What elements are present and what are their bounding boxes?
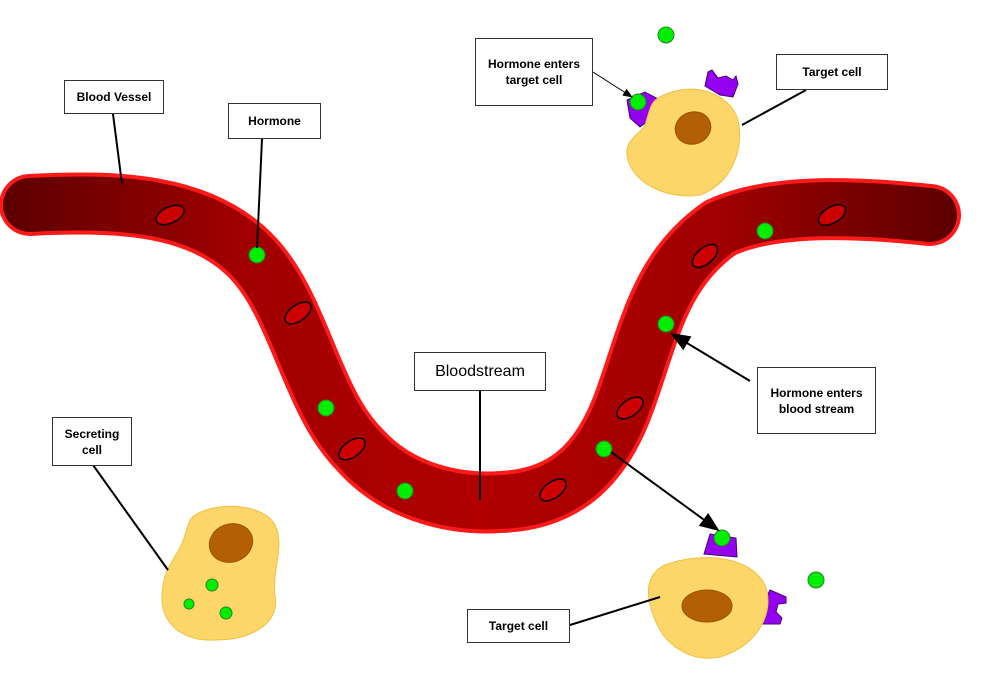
leader-line <box>569 596 661 626</box>
hormone-molecule <box>317 399 335 417</box>
hormone-molecule <box>629 93 647 111</box>
connector-lines <box>92 71 807 626</box>
red-blood-cell <box>338 437 366 461</box>
target-cell-top <box>626 69 741 197</box>
receptor <box>704 69 739 98</box>
red-blood-cell <box>284 301 312 325</box>
nucleus <box>681 589 733 623</box>
hormone-molecule <box>657 315 675 333</box>
hormones <box>183 26 825 620</box>
arrow <box>610 451 720 532</box>
label-target-cell-bottom: Target cell <box>467 609 570 643</box>
leader-line <box>92 464 169 571</box>
hormone-molecule <box>183 598 195 610</box>
arrow <box>592 71 633 98</box>
leader-line <box>256 138 263 249</box>
secreting-cell <box>161 505 280 641</box>
red-blood-cell <box>691 243 719 269</box>
hormone-molecule <box>713 529 731 547</box>
nucleus <box>208 523 254 563</box>
nucleus <box>674 111 712 145</box>
red-blood-cell <box>155 204 185 226</box>
hormone-molecule <box>248 246 266 264</box>
red-blood-cell <box>616 396 644 420</box>
label-hormone: Hormone <box>228 103 321 139</box>
hormone-molecule <box>205 578 219 592</box>
label-hormone-enters-blood-stream: Hormone enters blood stream <box>757 367 876 434</box>
hormone-molecule <box>756 222 774 240</box>
hormone-molecule <box>219 606 233 620</box>
label-hormone-enters-target-cell: Hormone enters target cell <box>475 38 593 106</box>
hormone-molecule <box>657 26 675 44</box>
hormone-molecule <box>807 571 825 589</box>
leader-line <box>741 89 807 126</box>
target-cell-bottom <box>647 533 787 659</box>
red-blood-cell <box>817 204 847 226</box>
leader-line <box>112 113 123 185</box>
hormone-molecule <box>396 482 414 500</box>
blood-vessel <box>0 172 961 534</box>
label-secreting-cell: Secreting cell <box>52 417 132 466</box>
arrow <box>670 332 751 382</box>
hormone-molecule <box>595 440 613 458</box>
label-bloodstream: Bloodstream <box>414 352 546 391</box>
red-blood-cells <box>155 204 847 502</box>
red-blood-cell <box>539 478 567 502</box>
label-blood-vessel: Blood Vessel <box>64 80 164 114</box>
label-target-cell-top: Target cell <box>776 54 888 90</box>
